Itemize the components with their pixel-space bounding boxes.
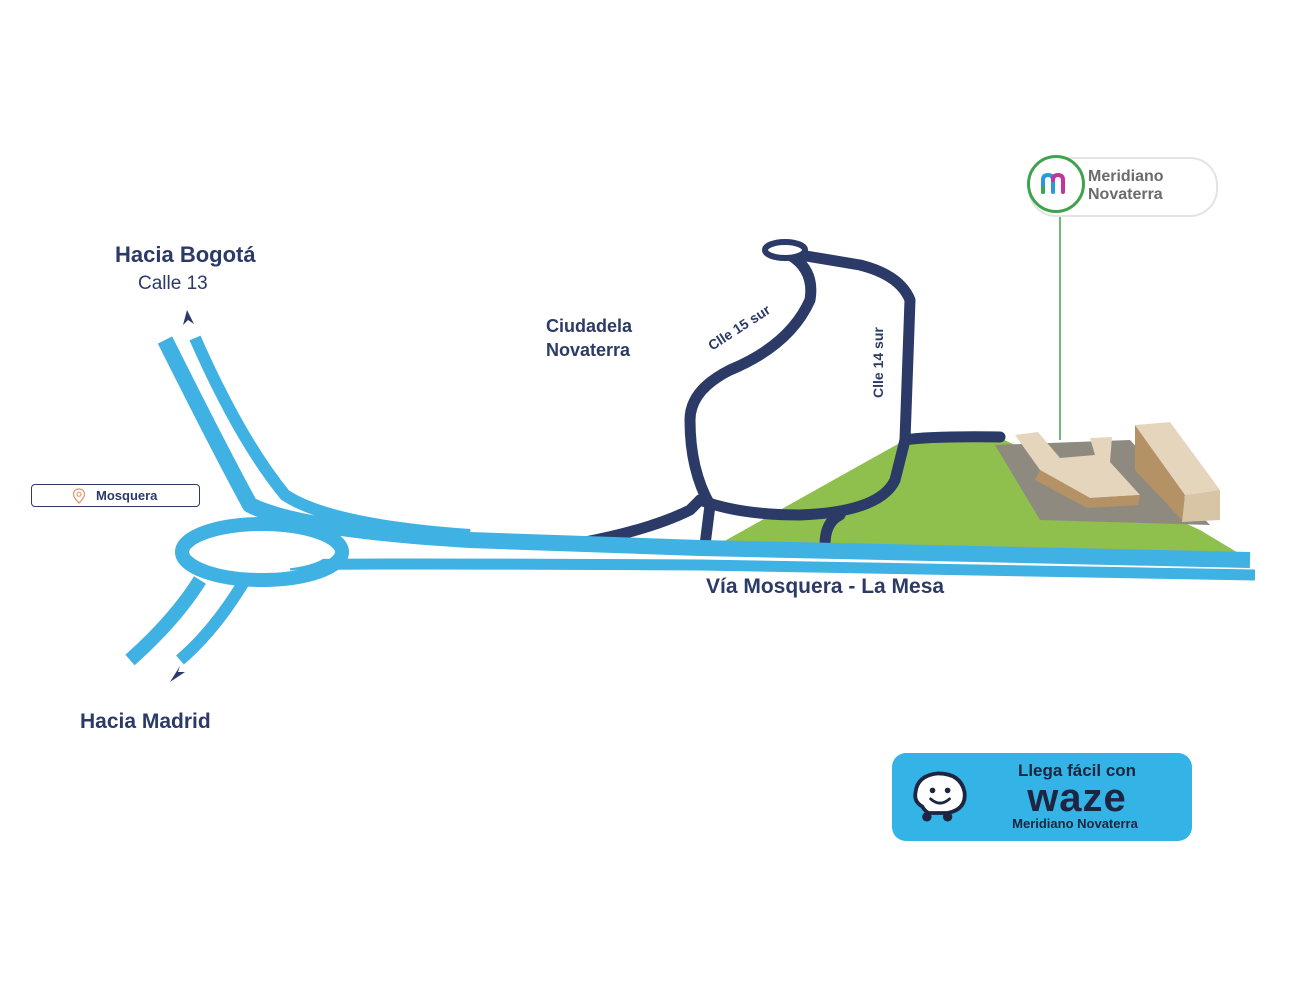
waze-tagline: Llega fácil con <box>1017 761 1137 780</box>
via-mosquera-label: Vía Mosquera - La Mesa <box>706 575 945 598</box>
meridiano-text: Meridiano Novaterra <box>1088 168 1164 204</box>
local-roundabout <box>762 239 808 261</box>
south-arrow-icon <box>170 666 185 682</box>
calle-13-label: Calle 13 <box>138 273 208 294</box>
waze-button[interactable] <box>892 753 1192 841</box>
north-arrow-icon <box>183 310 194 325</box>
meridiano-logo-ring <box>1027 155 1085 213</box>
meridiano-m-logo-icon <box>1041 172 1065 194</box>
ciudadela-line2: Novaterra <box>546 340 631 360</box>
ciudadela-line1: Ciudadela <box>546 316 633 336</box>
mosquera-label: Mosquera <box>96 488 158 503</box>
waze-wordmark: waze <box>1027 776 1127 820</box>
building <box>1015 422 1220 522</box>
green-area <box>712 438 1250 560</box>
meridiano-line2: Novaterra <box>1088 186 1163 203</box>
location-pin-icon <box>72 487 86 504</box>
meridiano-line1: Meridiano <box>1088 168 1164 185</box>
clle-14-label: Clle 14 sur <box>870 327 886 398</box>
waze-destination: Meridiano Novaterra <box>1012 816 1138 831</box>
highway-roundabout <box>175 517 349 587</box>
ciudadela-label: Ciudadela Novaterra <box>546 314 632 362</box>
madrid-label: Hacia Madrid <box>80 710 211 733</box>
waze-icon <box>913 771 967 822</box>
highway <box>125 335 1256 666</box>
bogota-label: Hacia Bogotá <box>115 242 256 267</box>
mosquera-location-badge[interactable]: Mosquera <box>31 484 200 507</box>
